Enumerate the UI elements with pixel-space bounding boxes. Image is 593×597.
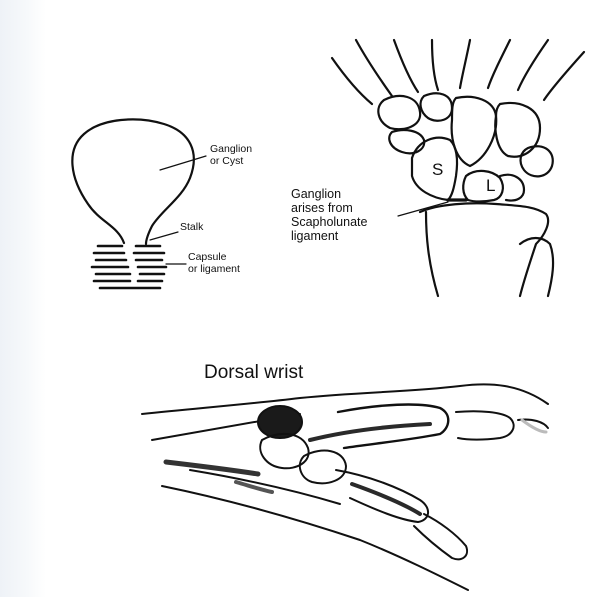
label-ganglion-or-cyst: Ganglion or Cyst: [210, 144, 252, 168]
trapezoid: [421, 93, 452, 120]
dorsal-wrist-drawing: [142, 384, 548, 590]
label-scapholunate-origin: Ganglion arises from Scapholunate ligame…: [291, 187, 367, 243]
trapezium-lower: [389, 130, 424, 153]
hamate: [495, 103, 540, 157]
leader-ganglion: [160, 156, 206, 170]
bone-label-lunate: L: [486, 176, 495, 195]
side-view-title: Dorsal wrist: [204, 362, 303, 384]
carpal-bone-2: [300, 451, 346, 484]
wrist-bones-drawing: [332, 40, 584, 296]
leader-origin: [398, 202, 448, 216]
lunate: [463, 171, 503, 202]
label-stalk: Stalk: [180, 222, 203, 234]
pisiform: [521, 146, 553, 176]
phalanx-1: [456, 411, 514, 439]
bone-label-scaphoid: S: [432, 160, 443, 179]
ulna: [520, 238, 553, 296]
carpal-bone-1: [260, 434, 308, 468]
capitate: [452, 97, 497, 166]
cyst-drawing: [72, 119, 206, 288]
radius: [420, 203, 548, 296]
cyst-sac: [72, 119, 193, 244]
capsule-layers: [92, 246, 166, 288]
label-capsule-or-ligament: Capsule or ligament: [188, 252, 240, 276]
leader-stalk: [150, 232, 178, 240]
trapezium: [378, 96, 420, 129]
